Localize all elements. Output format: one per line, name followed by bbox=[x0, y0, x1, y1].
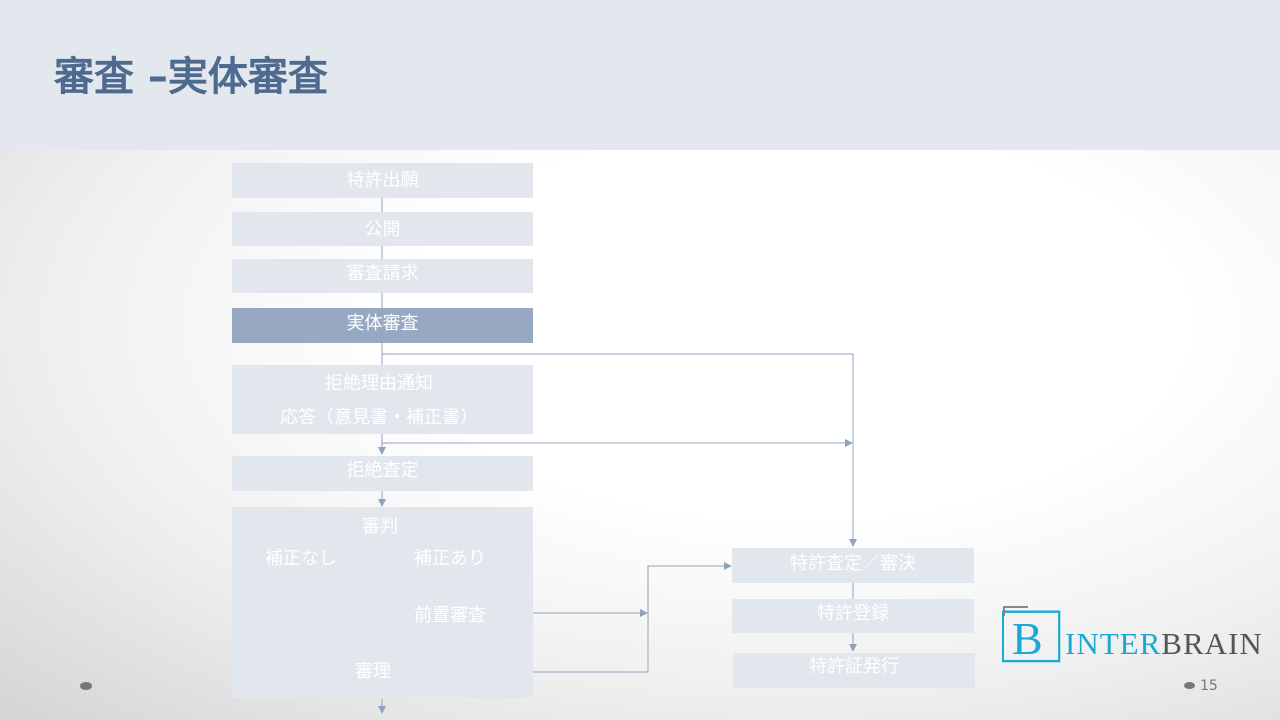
appeal-label: 審判 bbox=[362, 516, 398, 537]
with-amendment-label: 補正あり bbox=[414, 548, 486, 569]
interbrain-logo-text: INTERBRAIN bbox=[1065, 626, 1263, 661]
response-label: 応答（意見書・補正書） bbox=[280, 407, 478, 428]
step-substantive-exam: 実体審査 bbox=[232, 308, 533, 343]
step-publication: 公開 bbox=[232, 212, 533, 246]
step-certificate: 特許証発行 bbox=[733, 653, 975, 688]
appeal-examination-label: 審理 bbox=[355, 661, 391, 682]
rejection-notice-label: 拒絶理由通知 bbox=[325, 373, 433, 394]
slide-title: 審査 –実体審査 bbox=[54, 54, 328, 100]
step-final-rejection: 拒絶査定 bbox=[232, 456, 533, 491]
step-exam-request: 審査請求 bbox=[232, 259, 533, 293]
interbrain-logo-icon: B bbox=[1002, 606, 1061, 664]
appeal-box bbox=[232, 507, 533, 698]
pre-examination-label: 前置審査 bbox=[414, 605, 486, 626]
step-rejection-notice-box bbox=[232, 365, 533, 434]
page-number: 15 bbox=[1200, 678, 1218, 694]
step-registration: 特許登録 bbox=[732, 599, 974, 633]
svg-text:B: B bbox=[1012, 613, 1043, 664]
footer-dot-left bbox=[80, 682, 92, 690]
header-band bbox=[0, 0, 1280, 150]
no-amendment-label: 補正なし bbox=[265, 548, 337, 569]
step-application: 特許出願 bbox=[232, 163, 533, 198]
footer-dot-right bbox=[1184, 682, 1195, 689]
step-grant-decision: 特許査定／審決 bbox=[732, 548, 974, 583]
